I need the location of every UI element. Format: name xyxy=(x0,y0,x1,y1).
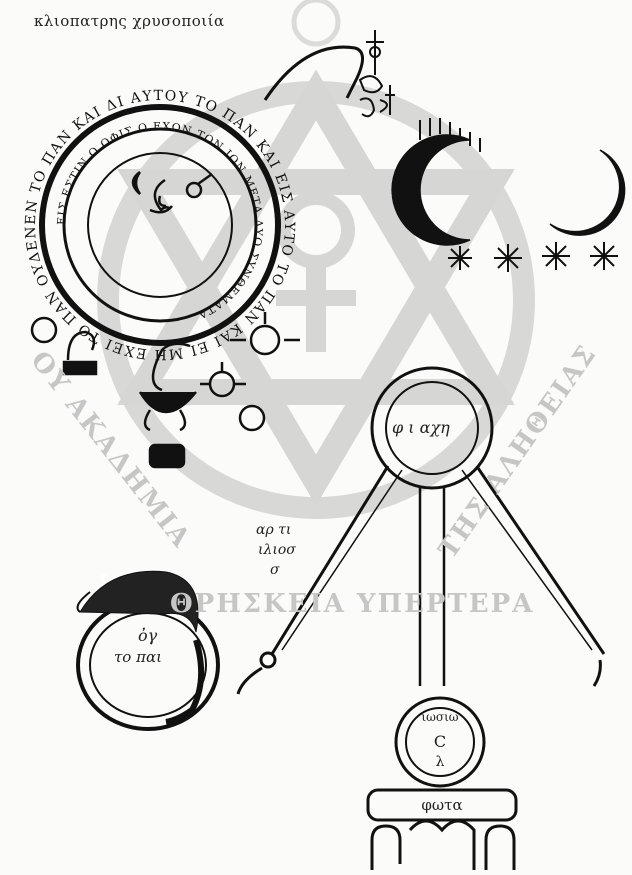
note-middle-1: αρ τι xyxy=(256,522,291,538)
manuscript-heading: κλιοπατρης χρυσοποιία xyxy=(34,12,225,30)
note-middle-2: ιλιοσ xyxy=(258,542,296,558)
note-lower-circle-top: ιωσιω xyxy=(408,710,472,724)
note-middle-3: σ xyxy=(270,562,280,578)
note-base-band: φωτα xyxy=(396,796,488,814)
star-symbols xyxy=(448,242,618,272)
watermark xyxy=(108,0,524,508)
note-serpent-2: το παι xyxy=(114,648,162,666)
note-serpent-1: ὀγ xyxy=(138,626,157,645)
note-upper-circle: φ ι αχη xyxy=(392,418,450,437)
watermark-bottom: ΘΡΗΣΚΕΙΑ ΥΠΕΡΤΕΡΑ xyxy=(170,589,534,619)
note-lower-circle-mid: C xyxy=(424,732,456,751)
note-lower-circle-bot: λ xyxy=(424,754,456,770)
